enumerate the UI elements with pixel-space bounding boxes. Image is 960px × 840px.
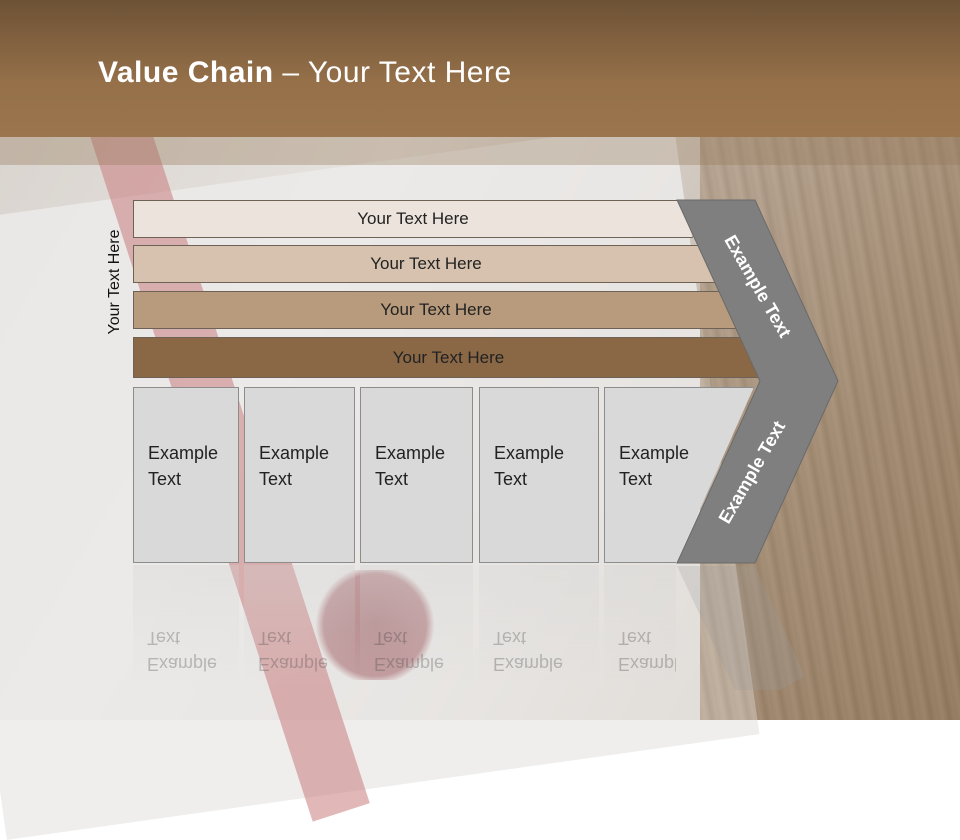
primary-activity-2-line2: Text xyxy=(259,469,293,489)
support-row-1[interactable]: Your Text Here xyxy=(133,200,693,238)
support-row-4[interactable]: Your Text Here xyxy=(133,337,764,378)
reflection-2-line2: Text xyxy=(258,628,292,648)
background-wood xyxy=(700,136,960,720)
primary-activity-3[interactable]: Example Text xyxy=(360,387,473,563)
support-row-2[interactable]: Your Text Here xyxy=(133,245,719,283)
primary-activity-4-line1: Example xyxy=(494,443,565,463)
reflection-1-line2: Text xyxy=(147,628,181,648)
reflection-5-line1: Example xyxy=(618,654,676,674)
reflection-3-line1: Example xyxy=(374,654,445,674)
side-label[interactable]: Your Text Here xyxy=(106,229,123,335)
primary-activity-1[interactable]: Example Text xyxy=(133,387,239,563)
primary-activity-1-line1: Example xyxy=(148,443,219,463)
reflection-1-line1: Example xyxy=(147,654,218,674)
reflection-4-line1: Example xyxy=(493,654,564,674)
background-wax-seal xyxy=(310,570,440,680)
reflection-5-line2: Text xyxy=(618,628,652,648)
title-bar xyxy=(0,0,960,137)
slide-title[interactable]: Value Chain – Your Text Here xyxy=(98,56,512,90)
primary-activity-5-line2: Text xyxy=(619,469,653,489)
reflection-3-line2: Text xyxy=(374,628,408,648)
title-rest: – Your Text Here xyxy=(273,56,512,89)
reflection-4: Example Text xyxy=(479,565,599,689)
primary-activity-1-line2: Text xyxy=(148,469,182,489)
primary-activity-4[interactable]: Example Text xyxy=(479,387,599,563)
primary-activity-2-line1: Example xyxy=(259,443,330,463)
primary-activity-5-line1: Example xyxy=(619,443,690,463)
primary-activity-4-line2: Text xyxy=(494,469,528,489)
primary-activity-2[interactable]: Example Text xyxy=(244,387,355,563)
primary-activity-3-line1: Example xyxy=(375,443,446,463)
reflection-2: Example Text xyxy=(244,565,355,689)
title-bold: Value Chain xyxy=(98,56,274,89)
reflection-1: Example Text xyxy=(133,565,239,689)
reflection-2-line1: Example xyxy=(258,654,329,674)
reflection-3: Example Text xyxy=(360,565,473,689)
reflection-4-line2: Text xyxy=(493,628,527,648)
primary-activity-3-line2: Text xyxy=(375,469,409,489)
title-strip xyxy=(0,137,960,165)
reflection-5: Example Text xyxy=(604,565,676,689)
support-row-3[interactable]: Your Text Here xyxy=(133,291,739,329)
